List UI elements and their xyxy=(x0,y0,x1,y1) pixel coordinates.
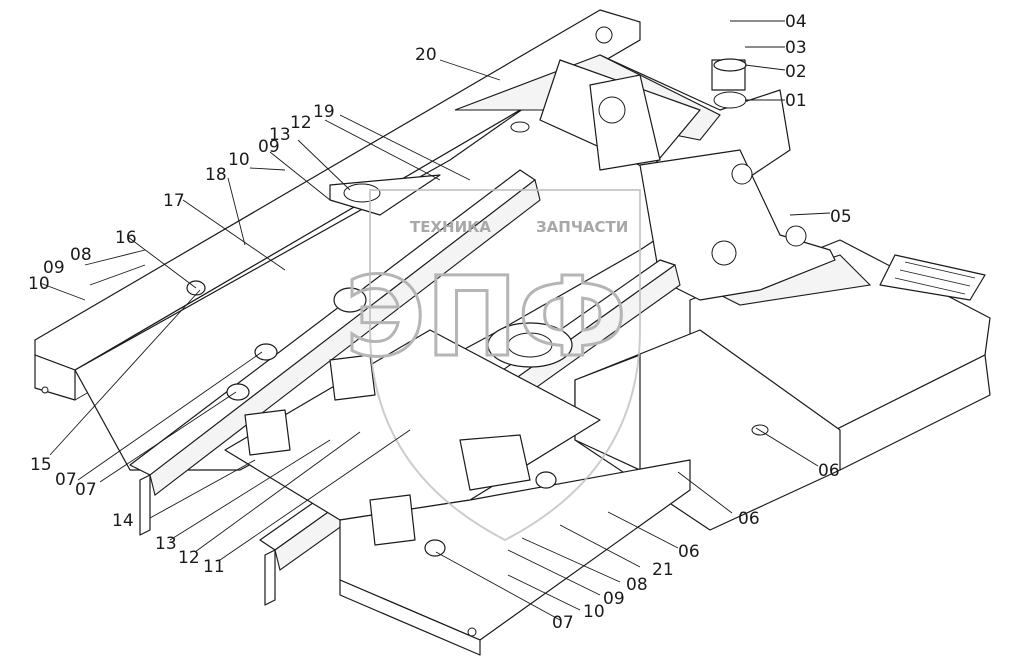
callout-15: 15 xyxy=(30,455,52,475)
callout-09-a: 09 xyxy=(43,258,65,278)
callout-04: 04 xyxy=(785,12,807,32)
callout-20: 20 xyxy=(415,45,437,65)
callout-16: 16 xyxy=(115,228,137,248)
callout-10-b: 10 xyxy=(228,150,250,170)
callout-08-a: 08 xyxy=(70,245,92,265)
watermark-text-left: ТЕХНИКА xyxy=(410,218,491,236)
callout-21: 21 xyxy=(652,560,674,580)
callout-10-d: 10 xyxy=(583,602,605,622)
callout-18: 18 xyxy=(205,165,227,185)
callout-09-b: 09 xyxy=(258,137,280,157)
callout-10-a: 10 xyxy=(28,274,50,294)
callout-08-b: 08 xyxy=(626,575,648,595)
callout-05: 05 xyxy=(830,207,852,227)
callout-07-a: 07 xyxy=(55,470,77,490)
callout-14: 14 xyxy=(112,511,134,531)
callout-12-b: 12 xyxy=(178,548,200,568)
callout-06-a: 06 xyxy=(818,461,840,481)
callout-02: 02 xyxy=(785,62,807,82)
callout-12-a: 12 xyxy=(290,113,312,133)
callout-06-b: 06 xyxy=(738,509,760,529)
watermark-logo: ЭПФ xyxy=(345,253,627,381)
callout-17: 17 xyxy=(163,191,185,211)
callout-01: 01 xyxy=(785,91,807,111)
callout-labels: 01 02 03 04 05 06 06 06 21 08 09 10 07 1… xyxy=(28,12,852,633)
watermark: ТЕХНИКА ЗАПЧАСТИ ЭПФ xyxy=(344,189,641,542)
callout-11: 11 xyxy=(203,557,225,577)
leader-lines xyxy=(39,20,831,621)
callout-07-b: 07 xyxy=(75,480,97,500)
callout-13-a: 13 xyxy=(269,125,291,145)
callout-03: 03 xyxy=(785,38,807,58)
lower-frame-body xyxy=(186,280,691,656)
callout-07-c: 07 xyxy=(552,613,574,633)
callout-19: 19 xyxy=(313,102,335,122)
watermark-text-right: ЗАПЧАСТИ xyxy=(536,218,628,236)
slew-ring xyxy=(487,322,573,368)
callout-09-c: 09 xyxy=(603,589,625,609)
callout-06-c: 06 xyxy=(678,542,700,562)
callout-13-b: 13 xyxy=(155,534,177,554)
